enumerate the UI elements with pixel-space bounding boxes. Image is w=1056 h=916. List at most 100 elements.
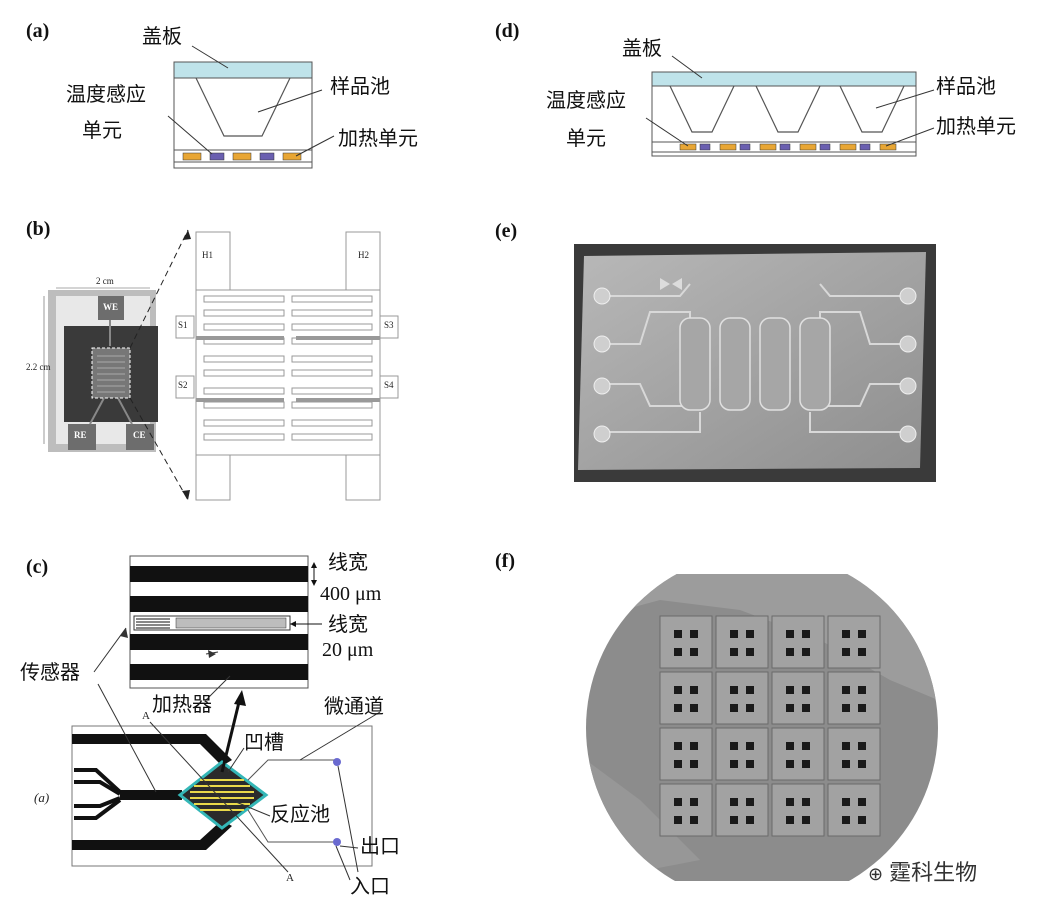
- die-well: [690, 686, 698, 694]
- die-well: [674, 686, 682, 694]
- panel-label-e: (e): [495, 220, 518, 242]
- sensor-bar: [296, 336, 380, 340]
- die-well: [730, 816, 738, 824]
- watermark-text: 霆科生物: [889, 861, 978, 886]
- heater-stripe: [130, 664, 308, 680]
- die-well: [674, 742, 682, 750]
- die-well: [786, 704, 794, 712]
- panel-d-temp-label-1: 温度感应: [546, 88, 626, 112]
- die-well: [690, 704, 698, 712]
- heater-stripe: [130, 566, 308, 582]
- die-well: [802, 630, 810, 638]
- panel-label-d: (d): [495, 20, 520, 42]
- die-well: [802, 798, 810, 806]
- die-well: [746, 704, 754, 712]
- electrode-row: [203, 309, 285, 317]
- die-well: [690, 760, 698, 768]
- panel-c-chamber-label: 反应池: [270, 802, 330, 826]
- die-well: [730, 648, 738, 656]
- sensor-element: [819, 143, 831, 151]
- panel-b-s1-label: S1: [178, 320, 188, 330]
- die-well: [690, 816, 698, 824]
- die-well: [746, 798, 754, 806]
- die-well: [858, 704, 866, 712]
- electrode-row: [291, 355, 373, 363]
- die-well: [802, 686, 810, 694]
- die-well: [802, 742, 810, 750]
- panel-c-sensor-label: 传感器: [20, 660, 80, 684]
- panel-c-groove-label: 凹槽: [244, 730, 284, 754]
- die-well: [674, 816, 682, 824]
- panel-b-h1-label: H1: [202, 250, 213, 260]
- panel-b-we-label: WE: [103, 302, 119, 312]
- die-well: [842, 704, 850, 712]
- panel-a-temp-label-1: 温度感应: [66, 82, 146, 106]
- die-well: [674, 760, 682, 768]
- wafer-die: [827, 783, 881, 837]
- watermark: ⊕霆科生物: [868, 855, 977, 887]
- die-well: [802, 704, 810, 712]
- panel-b-ce-label: CE: [133, 430, 146, 440]
- panel-a-cover-label: 盖板: [142, 24, 182, 48]
- die-well: [730, 798, 738, 806]
- sensor-bar: [196, 336, 284, 340]
- panel-d-heat-label: 加热单元: [936, 114, 1016, 138]
- die-well: [786, 630, 794, 638]
- panel-c-linewidth-1a: 线宽: [328, 550, 368, 574]
- wafer-die: [659, 727, 713, 781]
- die-well: [674, 704, 682, 712]
- die-well: [802, 648, 810, 656]
- die-well: [674, 648, 682, 656]
- electrode-row: [203, 419, 285, 427]
- heater-element: [839, 143, 857, 151]
- die-well: [802, 816, 810, 824]
- wafer-die: [715, 671, 769, 725]
- panel-b-height-label: 2.2 cm: [26, 362, 51, 372]
- sensor-bar: [296, 398, 380, 402]
- die-well: [786, 798, 794, 806]
- electrode-row: [203, 295, 285, 303]
- die-well: [730, 686, 738, 694]
- die-well: [730, 760, 738, 768]
- panel-b-s3-label: S3: [384, 320, 394, 330]
- wafer-die: [771, 783, 825, 837]
- panel-label-a: (a): [26, 20, 50, 42]
- panel-b-s4-label: S4: [384, 380, 394, 390]
- die-well: [690, 648, 698, 656]
- heater-element: [759, 143, 777, 151]
- panel-c-a-mark-bottom: A: [286, 872, 294, 884]
- die-well: [842, 798, 850, 806]
- die-well: [842, 686, 850, 694]
- heater-element: [879, 143, 897, 151]
- panel-c-linewidth-1b: 400 μm: [320, 583, 382, 605]
- wafer-die: [659, 615, 713, 669]
- wafer-die: [771, 671, 825, 725]
- panel-label-c: (c): [26, 556, 49, 578]
- die-well: [674, 630, 682, 638]
- die-well: [786, 760, 794, 768]
- die-well: [858, 760, 866, 768]
- die-well: [690, 742, 698, 750]
- die-well: [746, 760, 754, 768]
- panel-c-linewidth-2b: 20 μm: [322, 639, 374, 661]
- die-well: [858, 648, 866, 656]
- die-well: [858, 630, 866, 638]
- heater-stripe: [130, 634, 308, 650]
- wafer-die: [715, 615, 769, 669]
- panel-a-heat-label: 加热单元: [338, 126, 418, 150]
- electrode-row: [203, 323, 285, 331]
- sensor-element: [859, 143, 871, 151]
- die-well: [786, 742, 794, 750]
- electrode-row: [291, 419, 373, 427]
- die-well: [730, 704, 738, 712]
- wafer-die: [715, 727, 769, 781]
- die-well: [746, 630, 754, 638]
- wafer-die: [827, 727, 881, 781]
- panel-c-channel-label: 微通道: [324, 694, 384, 718]
- panel-c-linewidth-2a: 线宽: [328, 612, 368, 636]
- electrode-row: [291, 369, 373, 377]
- die-well: [858, 816, 866, 824]
